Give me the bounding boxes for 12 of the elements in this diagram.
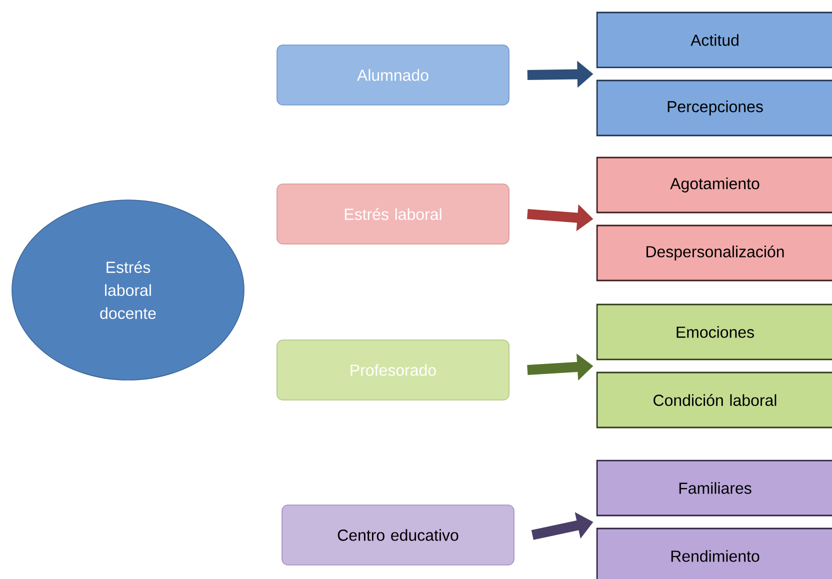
category-box: Profesorado	[276, 340, 510, 400]
factor-box: Actitud	[596, 12, 832, 68]
category-box: Estrés laboral	[276, 184, 510, 244]
category-box: Centro educativo	[282, 504, 514, 566]
factor-box: Agotamiento	[596, 156, 832, 214]
factor-box: Familiares	[596, 460, 832, 516]
factor-box: Despersonalización	[596, 224, 832, 282]
factor-box: Percepciones	[596, 80, 832, 136]
factor-box: Rendimiento	[596, 528, 832, 579]
factor-box: Emociones	[596, 304, 832, 360]
category-box: Alumnado	[276, 44, 510, 106]
factor-box: Condición laboral	[596, 372, 832, 428]
